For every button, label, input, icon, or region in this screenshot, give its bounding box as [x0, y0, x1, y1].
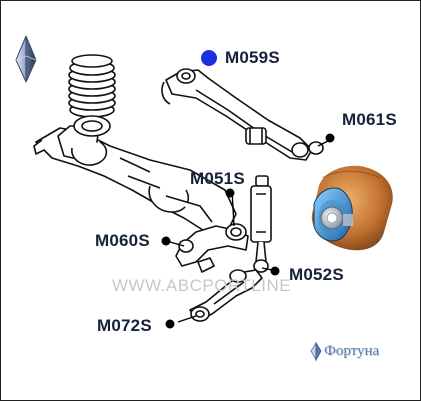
- brand-diamond-icon: [310, 341, 322, 362]
- bushing-photo: [311, 165, 393, 251]
- marker-m061s: [325, 133, 335, 143]
- label-m072s: M072S: [97, 316, 152, 335]
- marker-m052s: [270, 266, 280, 276]
- highlight-marker: [201, 50, 217, 66]
- marker-m072s: [165, 319, 175, 329]
- coil-spring: [68, 54, 116, 118]
- brand-name: Фортуна: [324, 343, 380, 359]
- watermark-text: WWW.ABCPORTLINE: [112, 276, 292, 295]
- lower-links: [175, 223, 249, 273]
- diamond-logo-icon: [15, 35, 37, 83]
- trailing-link: [189, 269, 263, 322]
- axle-housing: [33, 115, 237, 233]
- marker-m060s: [161, 236, 171, 246]
- marker-m051s: [225, 188, 235, 198]
- label-m059s: M059S: [225, 48, 280, 67]
- label-m051s: M051S: [190, 169, 245, 188]
- label-m060s: M060S: [95, 231, 150, 250]
- label-m061s: M061S: [342, 110, 397, 129]
- shock-absorber: [250, 175, 272, 273]
- upper-control-arm: [161, 68, 324, 161]
- label-m052s: M052S: [289, 265, 344, 284]
